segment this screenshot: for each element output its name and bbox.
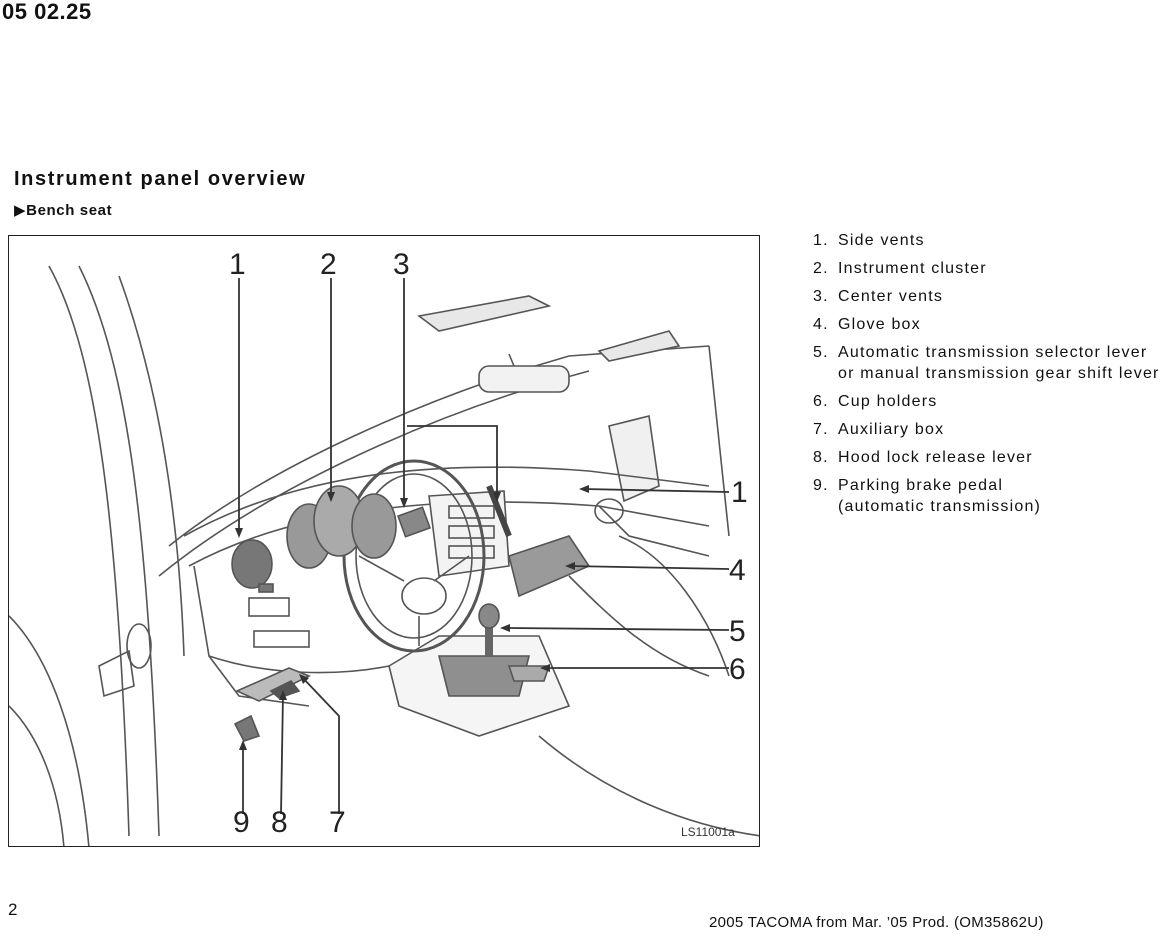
document-info: 2005 TACOMA from Mar. ’05 Prod. (OM35862… — [709, 914, 1044, 931]
callout-2: 2 — [320, 248, 337, 281]
callout-6: 6 — [729, 653, 746, 686]
page-header-code: 05 02.25 — [2, 0, 92, 24]
dashboard-drawing: 1 2 3 1 4 5 6 7 8 9 LS11001a — [9, 248, 759, 846]
callout-5: 5 — [729, 615, 746, 648]
callout-7: 7 — [329, 806, 346, 839]
subtitle-text: Bench seat — [26, 202, 113, 219]
callout-9: 9 — [233, 806, 250, 839]
callout-4: 4 — [729, 554, 746, 587]
callout-1-top: 1 — [229, 248, 246, 281]
callout-3: 3 — [393, 248, 410, 281]
instrument-panel-illustration: 1 2 3 1 4 5 6 7 8 9 LS11001a — [8, 235, 760, 847]
legend-item: 7.Auxiliary box — [813, 421, 945, 438]
page-number: 2 — [8, 900, 18, 919]
legend-item: 9.Parking brake pedal(automatic transmis… — [813, 477, 1042, 515]
callout-8: 8 — [271, 806, 288, 839]
legend-item: 1.Side vents — [813, 232, 925, 249]
parts-legend: 1.Side vents 2.Instrument cluster 3.Cent… — [813, 230, 1169, 524]
section-title: Instrument panel overview — [14, 168, 307, 190]
legend-item: 8.Hood lock release lever — [813, 449, 1033, 466]
legend-item: 3.Center vents — [813, 288, 944, 305]
callout-1-right: 1 — [731, 476, 748, 509]
legend-item: 2.Instrument cluster — [813, 260, 987, 277]
section-subtitle: ▶Bench seat — [14, 201, 112, 219]
triangle-right-icon: ▶ — [14, 202, 27, 219]
legend-item: 6.Cup holders — [813, 393, 938, 410]
image-code: LS11001a — [681, 825, 735, 839]
legend-item: 4.Glove box — [813, 316, 921, 333]
